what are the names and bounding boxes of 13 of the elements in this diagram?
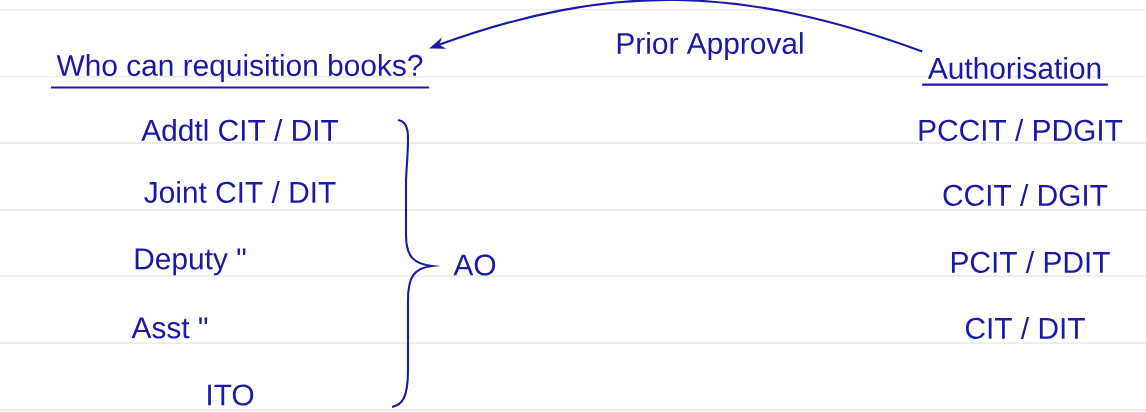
list-item: AO: [453, 254, 496, 276]
heading: Who can requisition books?: [50, 54, 430, 89]
list-item: Asst ": [131, 317, 208, 339]
list-item: Deputy ": [135, 248, 246, 276]
list-item: PCCIT / PDGIT: [919, 119, 1123, 141]
list-item: CIT / DIT: [965, 317, 1085, 339]
edge-label: Prior Approval: [611, 28, 809, 64]
list-item: ITO: [208, 384, 254, 406]
list-item: CCIT / DGIT: [943, 184, 1108, 206]
list-item: PCIT / PDIT: [951, 251, 1110, 273]
list-item: Joint CIT / DIT: [144, 181, 336, 203]
heading: Authorisation: [922, 57, 1108, 86]
list-item: Addtl CIT / DIT: [141, 119, 339, 141]
